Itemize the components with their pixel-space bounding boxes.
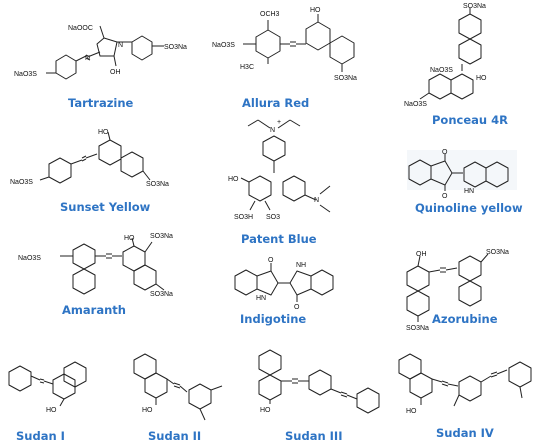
indigotine-atom-hn: HN bbox=[256, 295, 266, 302]
sudan-i-atom-ho: HO bbox=[46, 407, 57, 414]
allura-red-label: Allura Red bbox=[242, 96, 309, 110]
ponceau-4r-atom-so3na-top: SO3Na bbox=[463, 3, 486, 10]
allura-red-atom-h3c: H3C bbox=[240, 64, 254, 71]
indigotine-atom-o-top: O bbox=[268, 257, 274, 264]
tartrazine-atom-so3na: SO3Na bbox=[164, 44, 187, 51]
indigotine-structure bbox=[234, 263, 334, 302]
amaranth-atom-ho: HO bbox=[124, 235, 135, 242]
azorubine-atom-so3na-right: SO3Na bbox=[486, 249, 509, 256]
indigotine-atom-o-bottom: O bbox=[294, 304, 300, 311]
dye-indigotine: O HN NH O Indigotine bbox=[234, 257, 334, 326]
patent-blue-atom-charge: + bbox=[277, 119, 281, 126]
ponceau-4r-atom-ho: HO bbox=[476, 75, 487, 82]
quinoline-yellow-label: Quinoline yellow bbox=[415, 201, 523, 215]
sunset-yellow-atom-so3na: SO3Na bbox=[146, 181, 169, 188]
tartrazine-atom-nao3s: NaO3S bbox=[14, 71, 37, 78]
indigotine-label: Indigotine bbox=[240, 312, 306, 326]
azorubine-label: Azorubine bbox=[432, 312, 498, 326]
allura-red-atom-nao3s: NaO3S bbox=[212, 42, 235, 49]
tartrazine-structure bbox=[46, 25, 164, 80]
patent-blue-atom-n: N bbox=[314, 197, 319, 204]
tartrazine-atom-n2: N bbox=[118, 42, 123, 49]
sudan-ii-structure bbox=[133, 353, 223, 421]
patent-blue-atom-so3: SO3 bbox=[266, 214, 280, 221]
sunset-yellow-structure bbox=[39, 131, 151, 184]
amaranth-atom-nao3s: NaO3S bbox=[18, 255, 41, 262]
sunset-yellow-atom-ho: HO bbox=[98, 129, 109, 136]
sudan-iii-atom-ho: HO bbox=[260, 407, 271, 414]
sudan-iv-atom-ho: HO bbox=[406, 408, 417, 415]
sudan-ii-label: Sudan II bbox=[148, 429, 201, 443]
tartrazine-label: Tartrazine bbox=[68, 96, 134, 110]
dye-azorubine: OH SO3Na SO3Na Azorubine bbox=[406, 249, 509, 332]
sunset-yellow-label: Sunset Yellow bbox=[60, 200, 151, 214]
dye-allura-red: OCH3 HO NaO3S H3C SO3Na Allura Red bbox=[212, 7, 357, 110]
allura-red-structure bbox=[243, 14, 355, 72]
ponceau-4r-label: Ponceau 4R bbox=[432, 113, 508, 127]
sudan-iv-label: Sudan IV bbox=[436, 426, 494, 440]
dye-amaranth: HO SO3Na NaO3S SO3Na Amaranth bbox=[18, 233, 173, 317]
ponceau-4r-atom-nao3s-bottom: NaO3S bbox=[404, 101, 427, 108]
patent-blue-label: Patent Blue bbox=[241, 232, 317, 246]
dye-sudan-iv: HO Sudan IV bbox=[398, 353, 532, 440]
amaranth-atom-so3na-top: SO3Na bbox=[150, 233, 173, 240]
sudan-iii-structure bbox=[258, 349, 380, 414]
dye-tartrazine: NaOOC N N SO3Na OH NaO3S Tartrazine bbox=[14, 25, 187, 110]
allura-red-atom-ho: HO bbox=[310, 7, 321, 14]
patent-blue-atom-so3h: SO3H bbox=[234, 214, 253, 221]
amaranth-structure bbox=[60, 237, 165, 295]
allura-red-atom-so3na: SO3Na bbox=[334, 75, 357, 82]
allura-red-atom-och3: OCH3 bbox=[260, 11, 280, 18]
dye-quinoline-yellow: O O HN Quinoline yellow bbox=[407, 149, 523, 215]
amaranth-label: Amaranth bbox=[62, 303, 126, 317]
sudan-i-structure bbox=[8, 361, 87, 407]
quinoline-yellow-image-background bbox=[407, 150, 517, 190]
azorubine-atom-oh: OH bbox=[416, 251, 427, 258]
quinoline-yellow-atom-o-top: O bbox=[442, 149, 448, 156]
quinoline-yellow-structure bbox=[408, 154, 509, 191]
dye-patent-blue: N + HO SO3H SO3 N Patent Blue bbox=[228, 119, 331, 246]
patent-blue-atom-n-plus: N bbox=[270, 127, 275, 134]
patent-blue-structure bbox=[240, 119, 331, 213]
azorubine-atom-so3na-bottom: SO3Na bbox=[406, 325, 429, 332]
tartrazine-atom-cooh: NaOOC bbox=[68, 25, 93, 32]
patent-blue-atom-ho: HO bbox=[228, 176, 239, 183]
dye-ponceau-4r: SO3Na NaO3S HO NaO3S Ponceau 4R bbox=[404, 3, 508, 127]
sudan-i-label: Sudan I bbox=[16, 429, 65, 443]
amaranth-atom-so3na-bottom: SO3Na bbox=[150, 291, 173, 298]
sudan-ii-atom-ho: HO bbox=[142, 407, 153, 414]
azo-bond-markers bbox=[39, 41, 498, 398]
quinoline-yellow-atom-o-bottom: O bbox=[442, 193, 448, 200]
indigotine-atom-nh: NH bbox=[296, 262, 306, 269]
sunset-yellow-atom-nao3s: NaO3S bbox=[10, 179, 33, 186]
azorubine-structure bbox=[406, 253, 489, 322]
quinoline-yellow-atom-hn: HN bbox=[464, 188, 474, 195]
sudan-iii-label: Sudan III bbox=[285, 429, 343, 443]
ponceau-4r-atom-nao3s-mid: NaO3S bbox=[430, 67, 453, 74]
dye-sudan-i: HO Sudan I bbox=[8, 361, 87, 443]
dye-sudan-iii: HO Sudan III bbox=[258, 349, 380, 443]
ponceau-4r-structure bbox=[419, 8, 482, 100]
sudan-iv-structure bbox=[398, 353, 532, 407]
tartrazine-atom-oh: OH bbox=[110, 69, 121, 76]
dye-sunset-yellow: HO NaO3S SO3Na Sunset Yellow bbox=[10, 129, 169, 214]
dye-sudan-ii: HO Sudan II bbox=[133, 353, 223, 443]
